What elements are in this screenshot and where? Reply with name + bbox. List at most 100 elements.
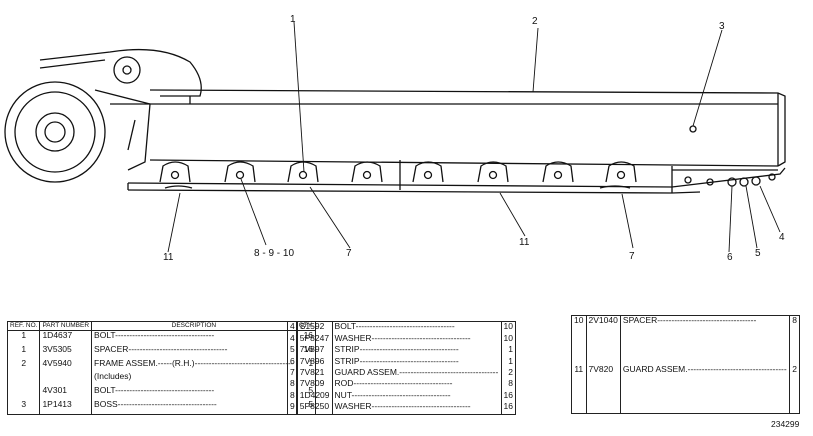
header-description: DESCRIPTION: [91, 321, 297, 331]
qty-cell: 1: [508, 344, 513, 355]
frame-drawing: [4, 48, 786, 194]
ref-cell: [7, 386, 41, 400]
callout-5: 5: [755, 248, 761, 259]
ref-cell: [7, 372, 41, 387]
part-number-cell: [39, 372, 93, 387]
qty-cell: 1: [508, 355, 513, 366]
ref-cell: 3: [7, 399, 41, 415]
idler-wheel-outer: [4, 81, 106, 183]
part-number-cell: 7V820: [586, 364, 621, 414]
description-cell: NUT-----------------------------------: [332, 390, 502, 403]
description-cell: WASHER----------------------------------…: [332, 333, 502, 346]
ref-cell: 1: [7, 330, 41, 345]
part-number-cell: 2V1040: [586, 315, 621, 365]
part-number-cell: 5P8247: [297, 333, 333, 346]
callout-11-left: 11: [163, 252, 174, 260]
description-cell: SPACER----------------------------------…: [91, 344, 297, 359]
part-number-cell: 7V896: [297, 356, 333, 368]
qty-cell: 10: [503, 321, 513, 331]
ref-cell: 7: [287, 367, 298, 380]
ref-cell: 5: [287, 344, 298, 357]
qty-cell: 10: [503, 332, 513, 343]
description-cell: BOLT-----------------------------------: [91, 386, 297, 400]
ref-cell: 4: [287, 333, 298, 346]
part-number-cell: 4V5940: [39, 358, 93, 373]
callout-numbers: 1 2 3 4 5 6 7 7 8 - 9 - 10 11 11: [163, 14, 785, 260]
idler-hub: [35, 112, 75, 152]
ref-cell: 11: [571, 364, 587, 414]
header-ref: REF. NO.: [7, 321, 41, 331]
part-number-cell: 7V809: [297, 378, 333, 391]
description-cell: GUARD ASSEM.----------------------------…: [332, 367, 502, 380]
ref-cell: 9: [287, 402, 298, 415]
part-number-cell: 1D4209: [297, 390, 333, 403]
ref-cell: 2: [7, 358, 41, 373]
description-cell: ROD-----------------------------------: [332, 379, 502, 391]
ref-cell: 8: [287, 378, 298, 391]
callout-8-9-10: 8 - 9 - 10: [254, 248, 294, 259]
description-cell: BOLT-----------------------------------: [332, 321, 502, 334]
part-number-cell: 4V301: [39, 386, 93, 400]
guard-top-edge: [149, 159, 779, 167]
description-cell: WASHER----------------------------------…: [332, 402, 502, 415]
qty-cell: 2: [508, 366, 513, 377]
boss-hole: [689, 125, 697, 133]
drawing-number: 234299: [771, 419, 800, 429]
callout-4: 4: [779, 232, 785, 243]
description-cell: STRIP-----------------------------------: [332, 345, 502, 357]
description-cell: GUARD ASSEM.----------------------------…: [620, 364, 791, 414]
description-cell: FRAME ASSEM.-----(R.H.)-----------------…: [91, 358, 297, 373]
callout-7-left: 7: [346, 248, 352, 259]
description-cell: (Includes): [91, 372, 297, 387]
ref-cell: 10: [571, 315, 587, 365]
ref-cell: 1: [7, 344, 41, 359]
part-number-cell: 1D4637: [39, 330, 93, 345]
callout-11-right: 11: [519, 237, 530, 248]
description-cell: BOSS-----------------------------------: [91, 399, 297, 415]
callout-6: 6: [727, 252, 733, 260]
qty-cell: 16: [503, 401, 513, 412]
ref-cell: 8: [287, 390, 298, 403]
ref-cell: 4: [287, 321, 298, 334]
callout-7-right: 7: [629, 251, 635, 260]
ref-cell: 6: [287, 356, 298, 368]
qty-cell: 16: [503, 389, 513, 400]
callout-2: 2: [532, 16, 538, 27]
part-number-cell: S1592: [297, 321, 333, 334]
qty-cell: 8: [792, 315, 797, 325]
callout-1: 1: [290, 14, 296, 25]
description-cell: STRIP-----------------------------------: [332, 356, 502, 368]
part-number-cell: 5P8250: [297, 402, 333, 415]
track-frame-diagram: 1 2 3 4 5 6 7 7 8 - 9 - 10 11 11: [4, 14, 786, 260]
description-cell: BOLT-----------------------------------: [91, 330, 297, 345]
description-cell: SPACER----------------------------------…: [620, 315, 791, 365]
callout-3: 3: [719, 21, 725, 32]
part-number-cell: 7V897: [297, 344, 333, 357]
leader-lines: [167, 21, 781, 253]
qty-cell: 8: [508, 378, 513, 389]
main-frame-beam: [149, 89, 786, 167]
part-number-cell: 3V5305: [39, 344, 93, 359]
part-number-cell: 1P1413: [39, 399, 93, 415]
qty-cell: 2: [792, 363, 797, 374]
